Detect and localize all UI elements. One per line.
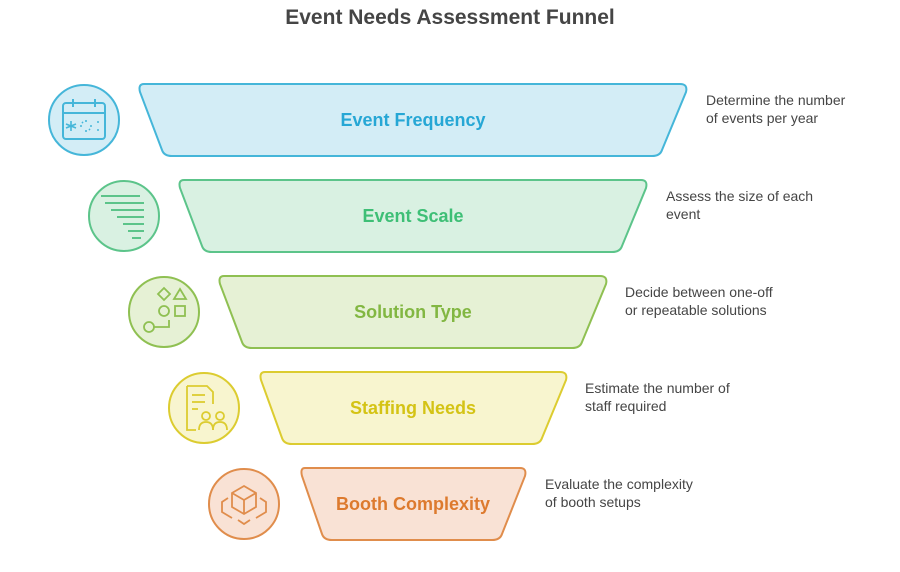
diagram-title: Event Needs Assessment Funnel: [285, 6, 615, 29]
layer-label-event-scale: Event Scale: [362, 206, 464, 226]
description-line: event: [666, 206, 701, 222]
description-event-scale: Assess the size of each event: [666, 187, 846, 223]
funnel-band-event-frequency: [138, 83, 688, 157]
funnel-layer-3: [128, 275, 608, 349]
funnel-band-solution-type: [218, 275, 608, 349]
description-line: staff required: [585, 398, 667, 414]
layer-label-event-frequency: Event Frequency: [340, 110, 486, 130]
funnel-band-event-scale: [178, 179, 648, 253]
funnel-layer-5: [208, 467, 527, 541]
funnel-band-staffing-needs: [259, 371, 568, 445]
description-booth-complexity: Evaluate the complexity of booth setups: [545, 475, 725, 511]
layer-label-staffing-needs: Staffing Needs: [349, 398, 477, 418]
staff-document-icon: [168, 372, 240, 444]
shapes-key-icon: [128, 276, 200, 348]
description-staffing-needs: Estimate the number of staff required: [585, 379, 765, 415]
description-solution-type: Decide between one-off or repeatable sol…: [625, 283, 805, 319]
description-line: or repeatable solutions: [625, 302, 767, 318]
description-line: Assess the size of each: [666, 188, 814, 204]
calendar-icon: [48, 84, 120, 156]
layer-label-booth-complexity: Booth Complexity: [335, 494, 490, 514]
funnel-layer-2: [88, 179, 648, 253]
description-line: Estimate the number of: [585, 380, 730, 396]
funnel-band-booth-complexity: [300, 467, 527, 541]
funnel-layer-1: [48, 83, 688, 157]
description-line: of booth setups: [545, 494, 641, 510]
booth-cube-icon: [208, 468, 280, 540]
description-event-frequency: Determine the number of events per year: [706, 91, 886, 127]
description-line: Determine the number: [706, 92, 846, 108]
description-line: Evaluate the complexity: [545, 476, 693, 492]
description-line: Decide between one-off: [625, 284, 773, 300]
funnel-layer-4: [168, 371, 568, 445]
description-line: of events per year: [706, 110, 819, 126]
funnel-lines-icon: [88, 180, 160, 252]
layer-label-solution-type: Solution Type: [354, 302, 472, 322]
